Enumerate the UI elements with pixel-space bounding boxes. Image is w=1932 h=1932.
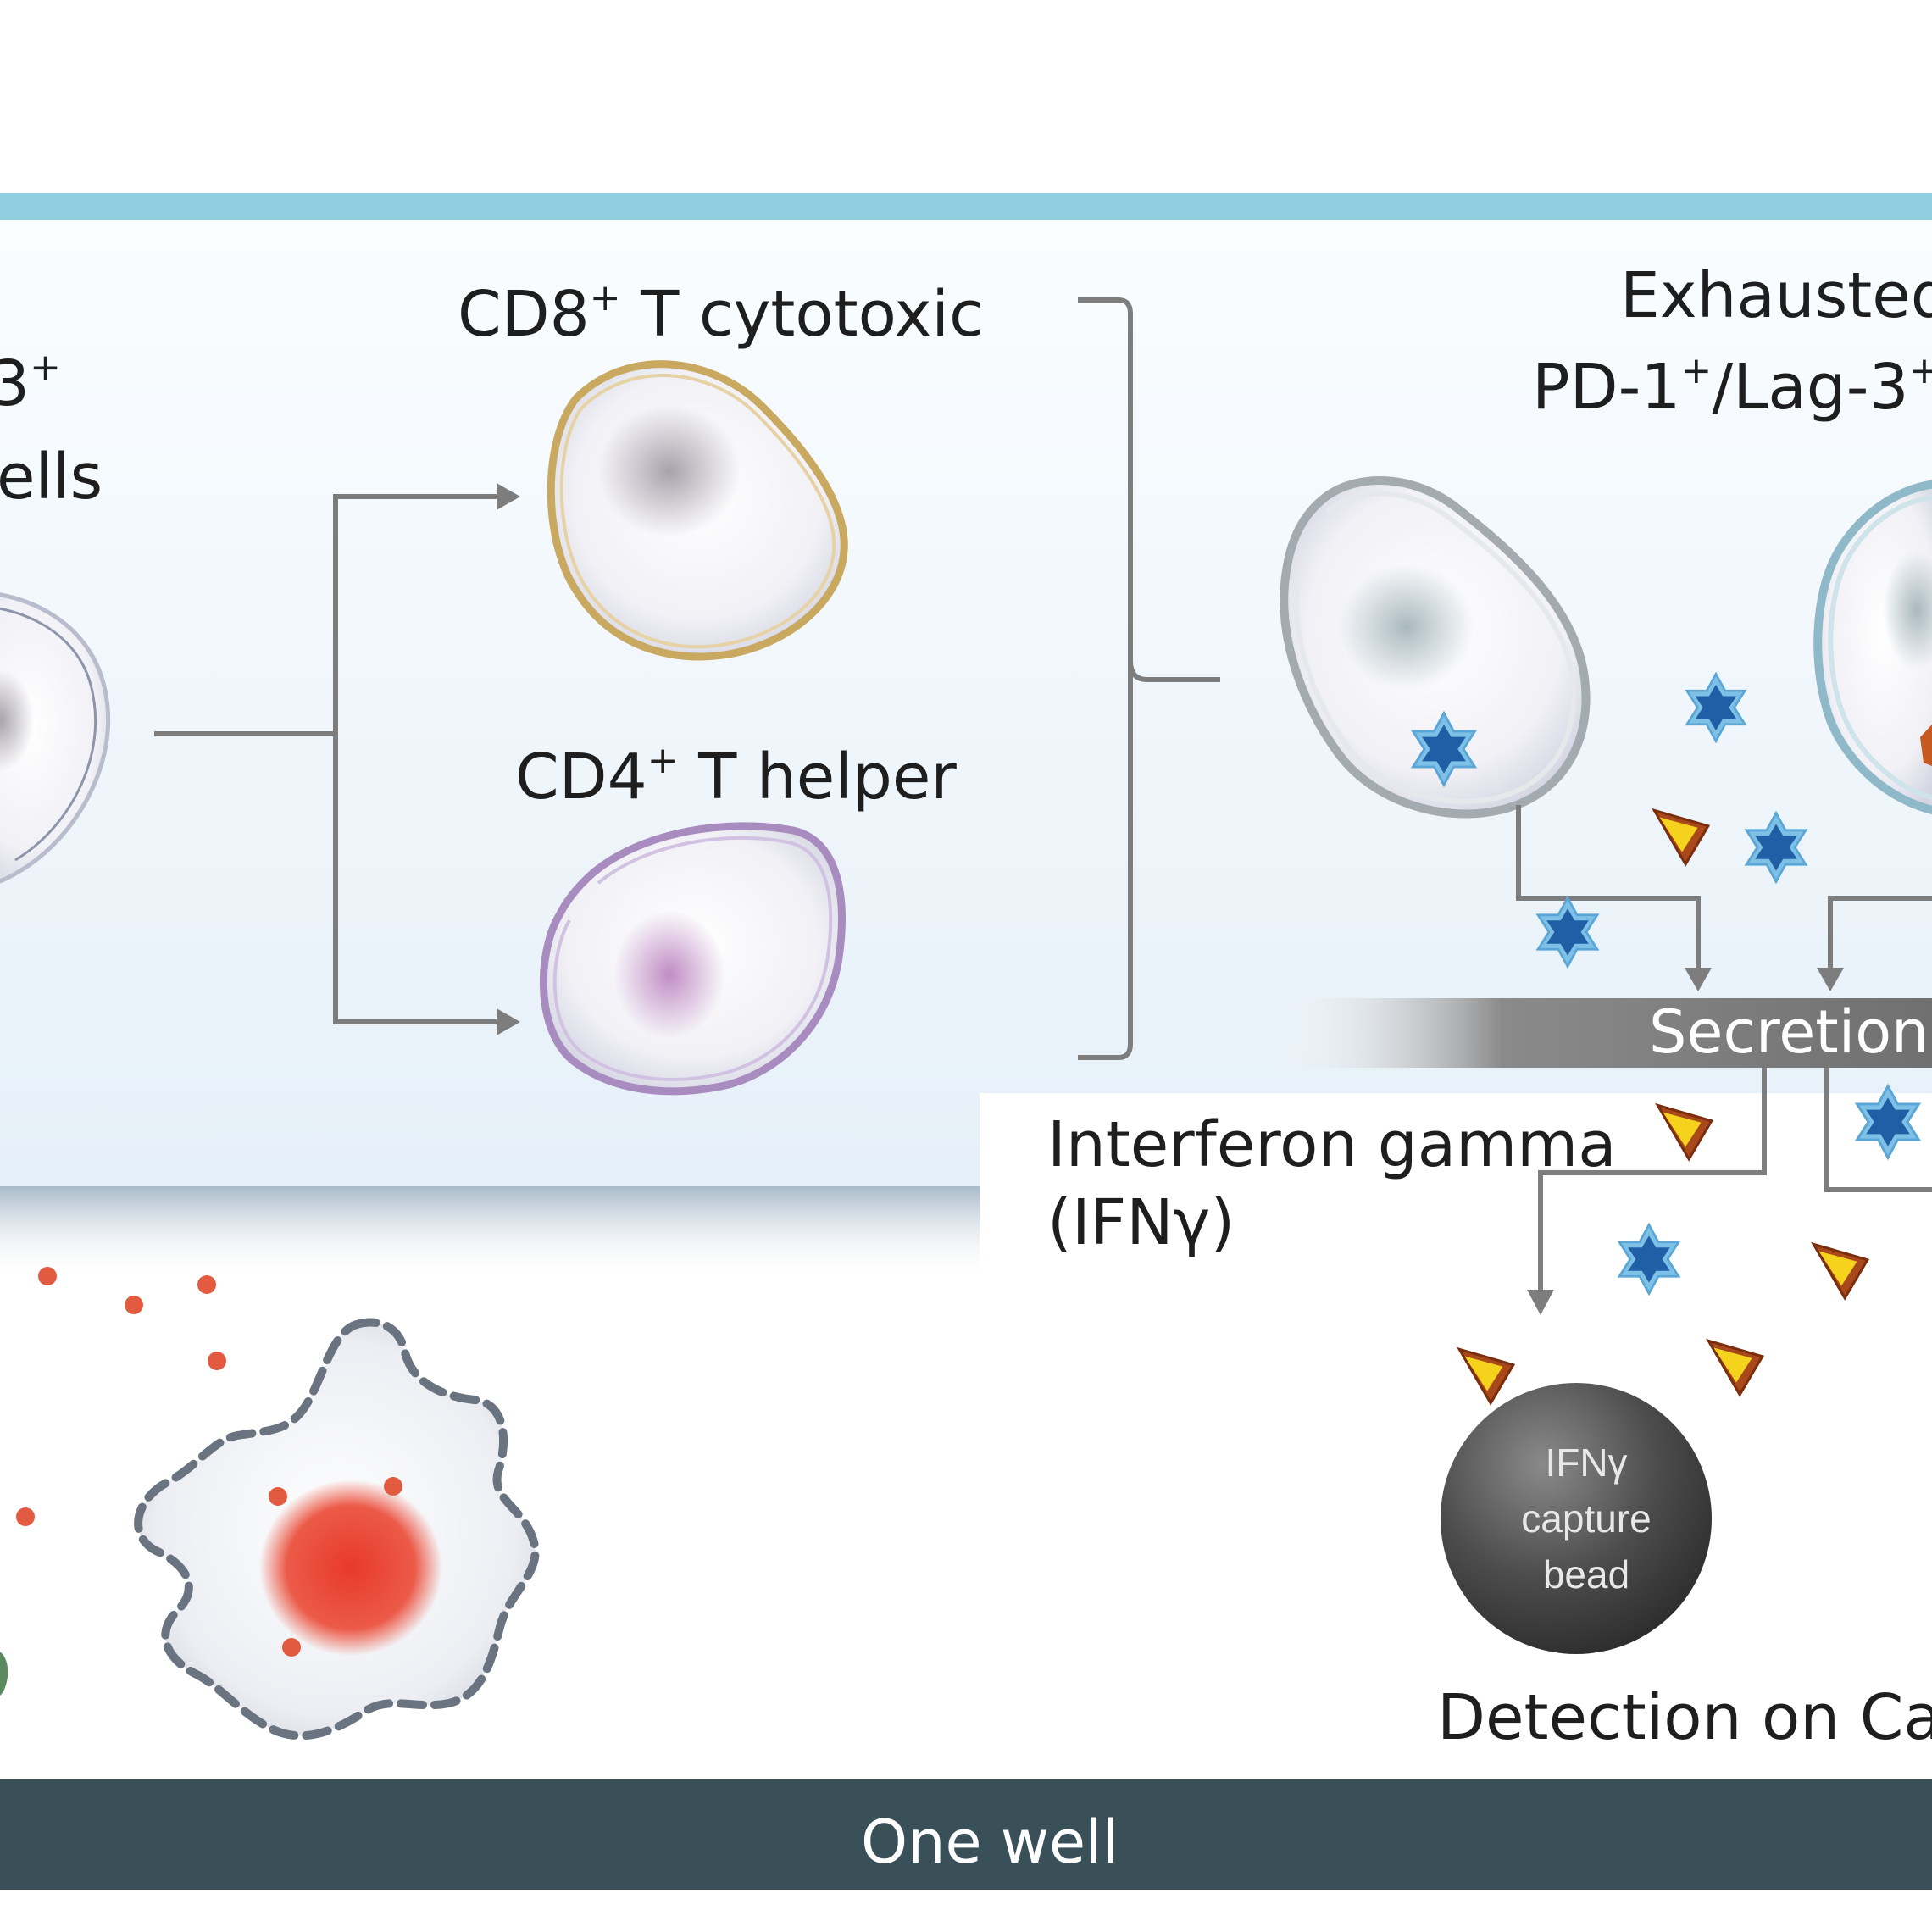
cd8-cell	[547, 360, 848, 661]
tumor-cell	[134, 1318, 540, 1740]
detection-connectors	[1538, 1068, 1932, 1295]
bead-label-line1: IFNγ	[1545, 1441, 1627, 1485]
grouping-bracket	[1078, 297, 1220, 1060]
cd3-label-line2: ells	[0, 441, 103, 514]
exhausted-cell-1	[1280, 476, 1591, 819]
arrow-secretion-2	[1817, 968, 1844, 991]
secretion-label: Secretion	[1649, 997, 1929, 1067]
secretion-connectors	[1516, 805, 1932, 973]
secretion-bar	[1271, 998, 1932, 1068]
exhausted-cell-2	[1813, 480, 1932, 814]
released-particles	[16, 1267, 226, 1526]
arrow-to-cd8	[497, 483, 520, 510]
branch-connector	[154, 494, 502, 1024]
cd4-label: CD4+ T helper	[515, 739, 957, 813]
cd3-cell	[0, 592, 111, 884]
exhausted-label-line1: Exhausted	[1620, 259, 1932, 332]
partial-green-cell	[0, 1652, 8, 1696]
footer-label: One well	[861, 1807, 1119, 1877]
detection-label: Detection on Cap	[1437, 1681, 1932, 1754]
ifn-label-line1: Interferon gamma	[1047, 1108, 1617, 1181]
arrow-to-cd4	[497, 1008, 520, 1035]
top-band	[0, 193, 1932, 220]
bead-label-line2: capture	[1521, 1496, 1651, 1541]
ifn-label-line2: (IFNγ)	[1047, 1186, 1235, 1259]
exhausted-label-line2: PD-1+/Lag-3+	[1532, 349, 1932, 424]
arrow-secretion-1	[1685, 968, 1712, 991]
panel-shadow	[0, 1186, 980, 1280]
cd4-cell	[539, 822, 846, 1096]
footer-bar	[0, 1779, 1932, 1890]
cd3-label-line1: 3+	[0, 346, 61, 420]
capture-bead-icon: IFNγ capture bead	[1441, 1383, 1712, 1654]
lower-panel	[980, 1093, 1932, 1771]
cd8-label: CD8+ T cytotoxic	[458, 276, 984, 351]
bead-label-line3: bead	[1543, 1552, 1629, 1596]
arrow-to-bead	[1527, 1290, 1554, 1315]
